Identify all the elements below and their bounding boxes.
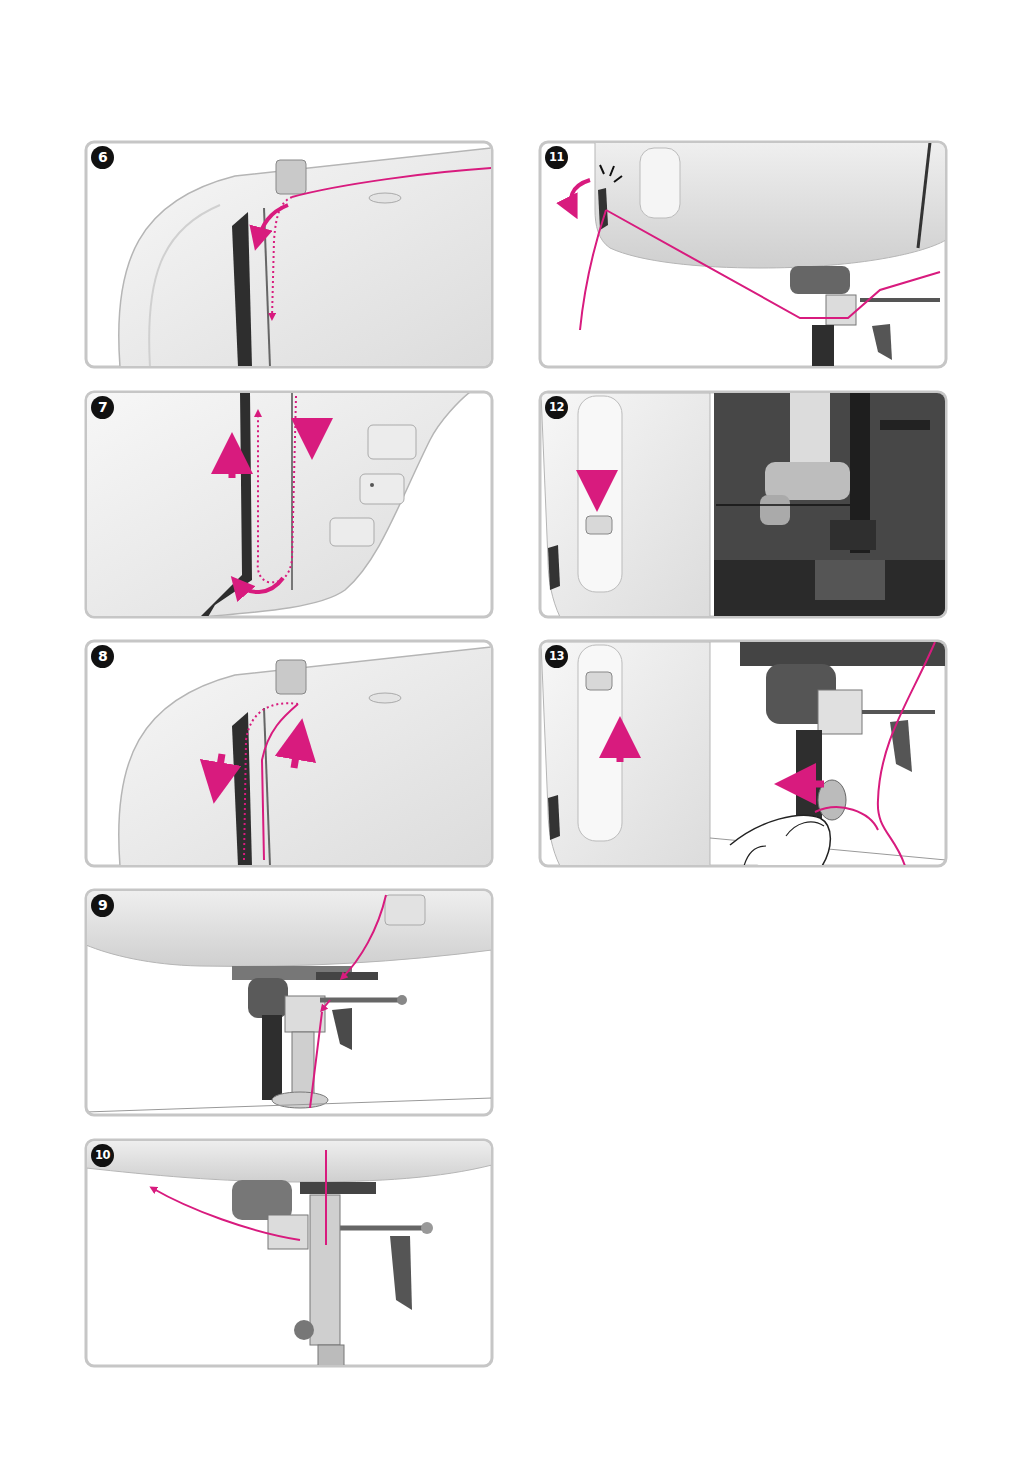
callout-number: 11 bbox=[545, 146, 568, 169]
callout-number: 9 bbox=[91, 894, 114, 917]
callout-number: 10 bbox=[91, 1144, 114, 1167]
callout-number: 8 bbox=[91, 645, 114, 668]
callout-number: 7 bbox=[91, 396, 114, 419]
callout-number: 13 bbox=[545, 645, 568, 668]
callout-number: 6 bbox=[91, 146, 114, 169]
callout-number: 12 bbox=[545, 396, 568, 419]
